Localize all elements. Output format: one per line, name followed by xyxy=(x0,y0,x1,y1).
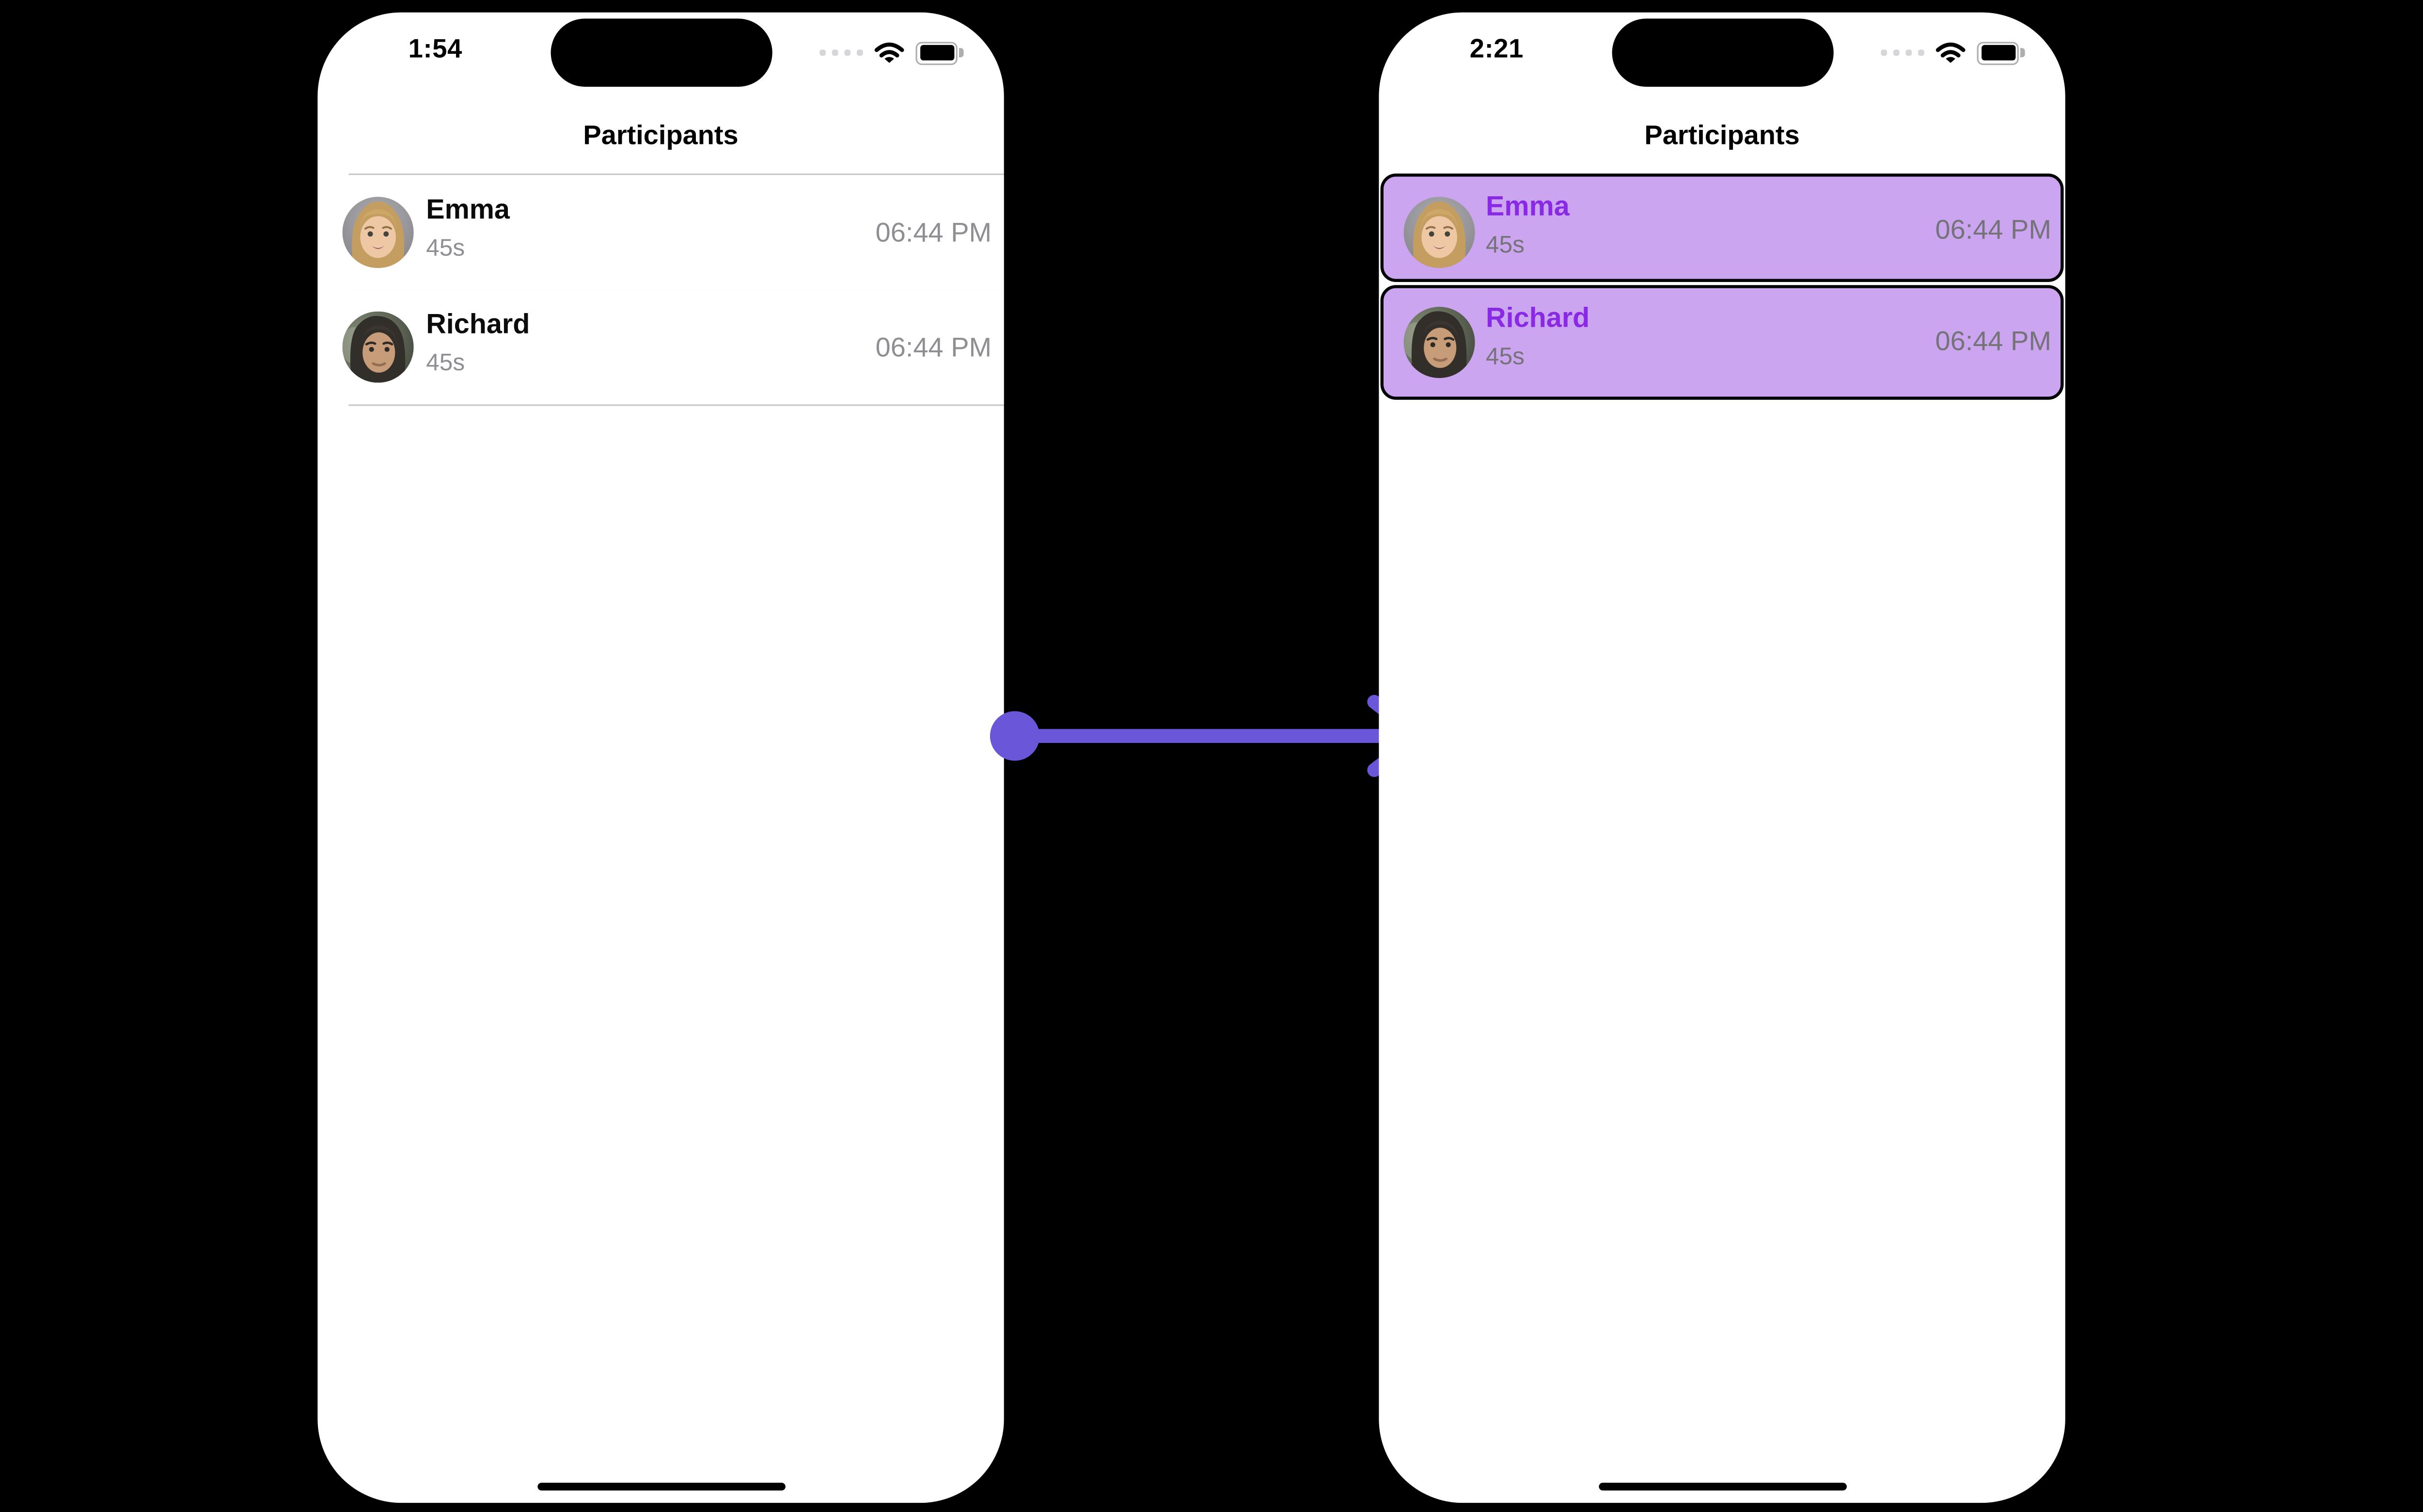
signal-dot xyxy=(1904,49,1912,56)
battery-fill xyxy=(1981,45,2015,61)
home-indicator[interactable] xyxy=(536,1482,785,1491)
participant-row-emma-selected[interactable]: Emma 45s 06:44 PM xyxy=(1380,173,2064,282)
phone-before: 1:54 Participants xyxy=(317,12,1004,1503)
home-indicator[interactable] xyxy=(1598,1482,1846,1491)
signal-dot xyxy=(818,49,826,56)
signal-dot xyxy=(843,49,851,56)
participant-name: Emma xyxy=(1486,190,1570,222)
participant-row-richard-selected[interactable]: Richard 45s 06:44 PM xyxy=(1380,284,2064,400)
status-icons xyxy=(818,40,963,65)
wifi-icon xyxy=(874,42,904,63)
participant-duration: 45s xyxy=(426,350,465,377)
richard-avatar xyxy=(342,311,414,383)
participant-name: Richard xyxy=(1486,301,1590,332)
participant-time: 06:44 PM xyxy=(1935,214,2051,245)
cellular-dots-icon xyxy=(1880,49,1924,56)
battery-nub xyxy=(959,47,963,57)
emma-avatar xyxy=(342,197,414,268)
participant-name: Richard xyxy=(426,308,530,340)
battery-full-icon xyxy=(915,41,963,64)
signal-dot xyxy=(831,49,838,56)
participant-duration: 45s xyxy=(426,235,465,262)
phone-after: 2:21 Participants xyxy=(1379,12,2065,1503)
page-title: Participants xyxy=(1644,119,1800,151)
signal-dot xyxy=(1892,49,1900,56)
participant-row-richard[interactable]: Richard 45s 06:44 PM xyxy=(317,289,1004,405)
page-title: Participants xyxy=(583,119,739,151)
richard-avatar xyxy=(1402,307,1475,378)
dynamic-island xyxy=(550,18,772,87)
battery-fill xyxy=(919,45,954,61)
participant-name: Emma xyxy=(426,193,510,225)
participant-duration: 45s xyxy=(1486,343,1525,370)
row-separator xyxy=(348,404,1004,406)
participant-duration: 45s xyxy=(1486,232,1525,259)
row-separator xyxy=(348,173,1004,175)
signal-dot xyxy=(856,49,863,56)
dynamic-island xyxy=(1611,18,1833,87)
status-time: 2:21 xyxy=(1469,34,1524,64)
participant-time: 06:44 PM xyxy=(875,217,992,248)
wifi-icon xyxy=(1935,42,1966,63)
battery-nub xyxy=(2020,47,2025,57)
participant-time: 06:44 PM xyxy=(1935,324,2051,356)
status-icons xyxy=(1880,40,2025,65)
emma-avatar xyxy=(1402,196,1475,268)
status-time: 1:54 xyxy=(408,34,463,64)
cellular-dots-icon xyxy=(818,49,863,56)
participant-time: 06:44 PM xyxy=(875,331,992,363)
battery-full-icon xyxy=(1977,41,2025,64)
signal-dot xyxy=(1880,49,1888,56)
participant-row-emma[interactable]: Emma 45s 06:44 PM xyxy=(317,175,1004,290)
participants-list: Emma 45s 06:44 PM xyxy=(317,173,1004,422)
signal-dot xyxy=(1917,49,1924,56)
